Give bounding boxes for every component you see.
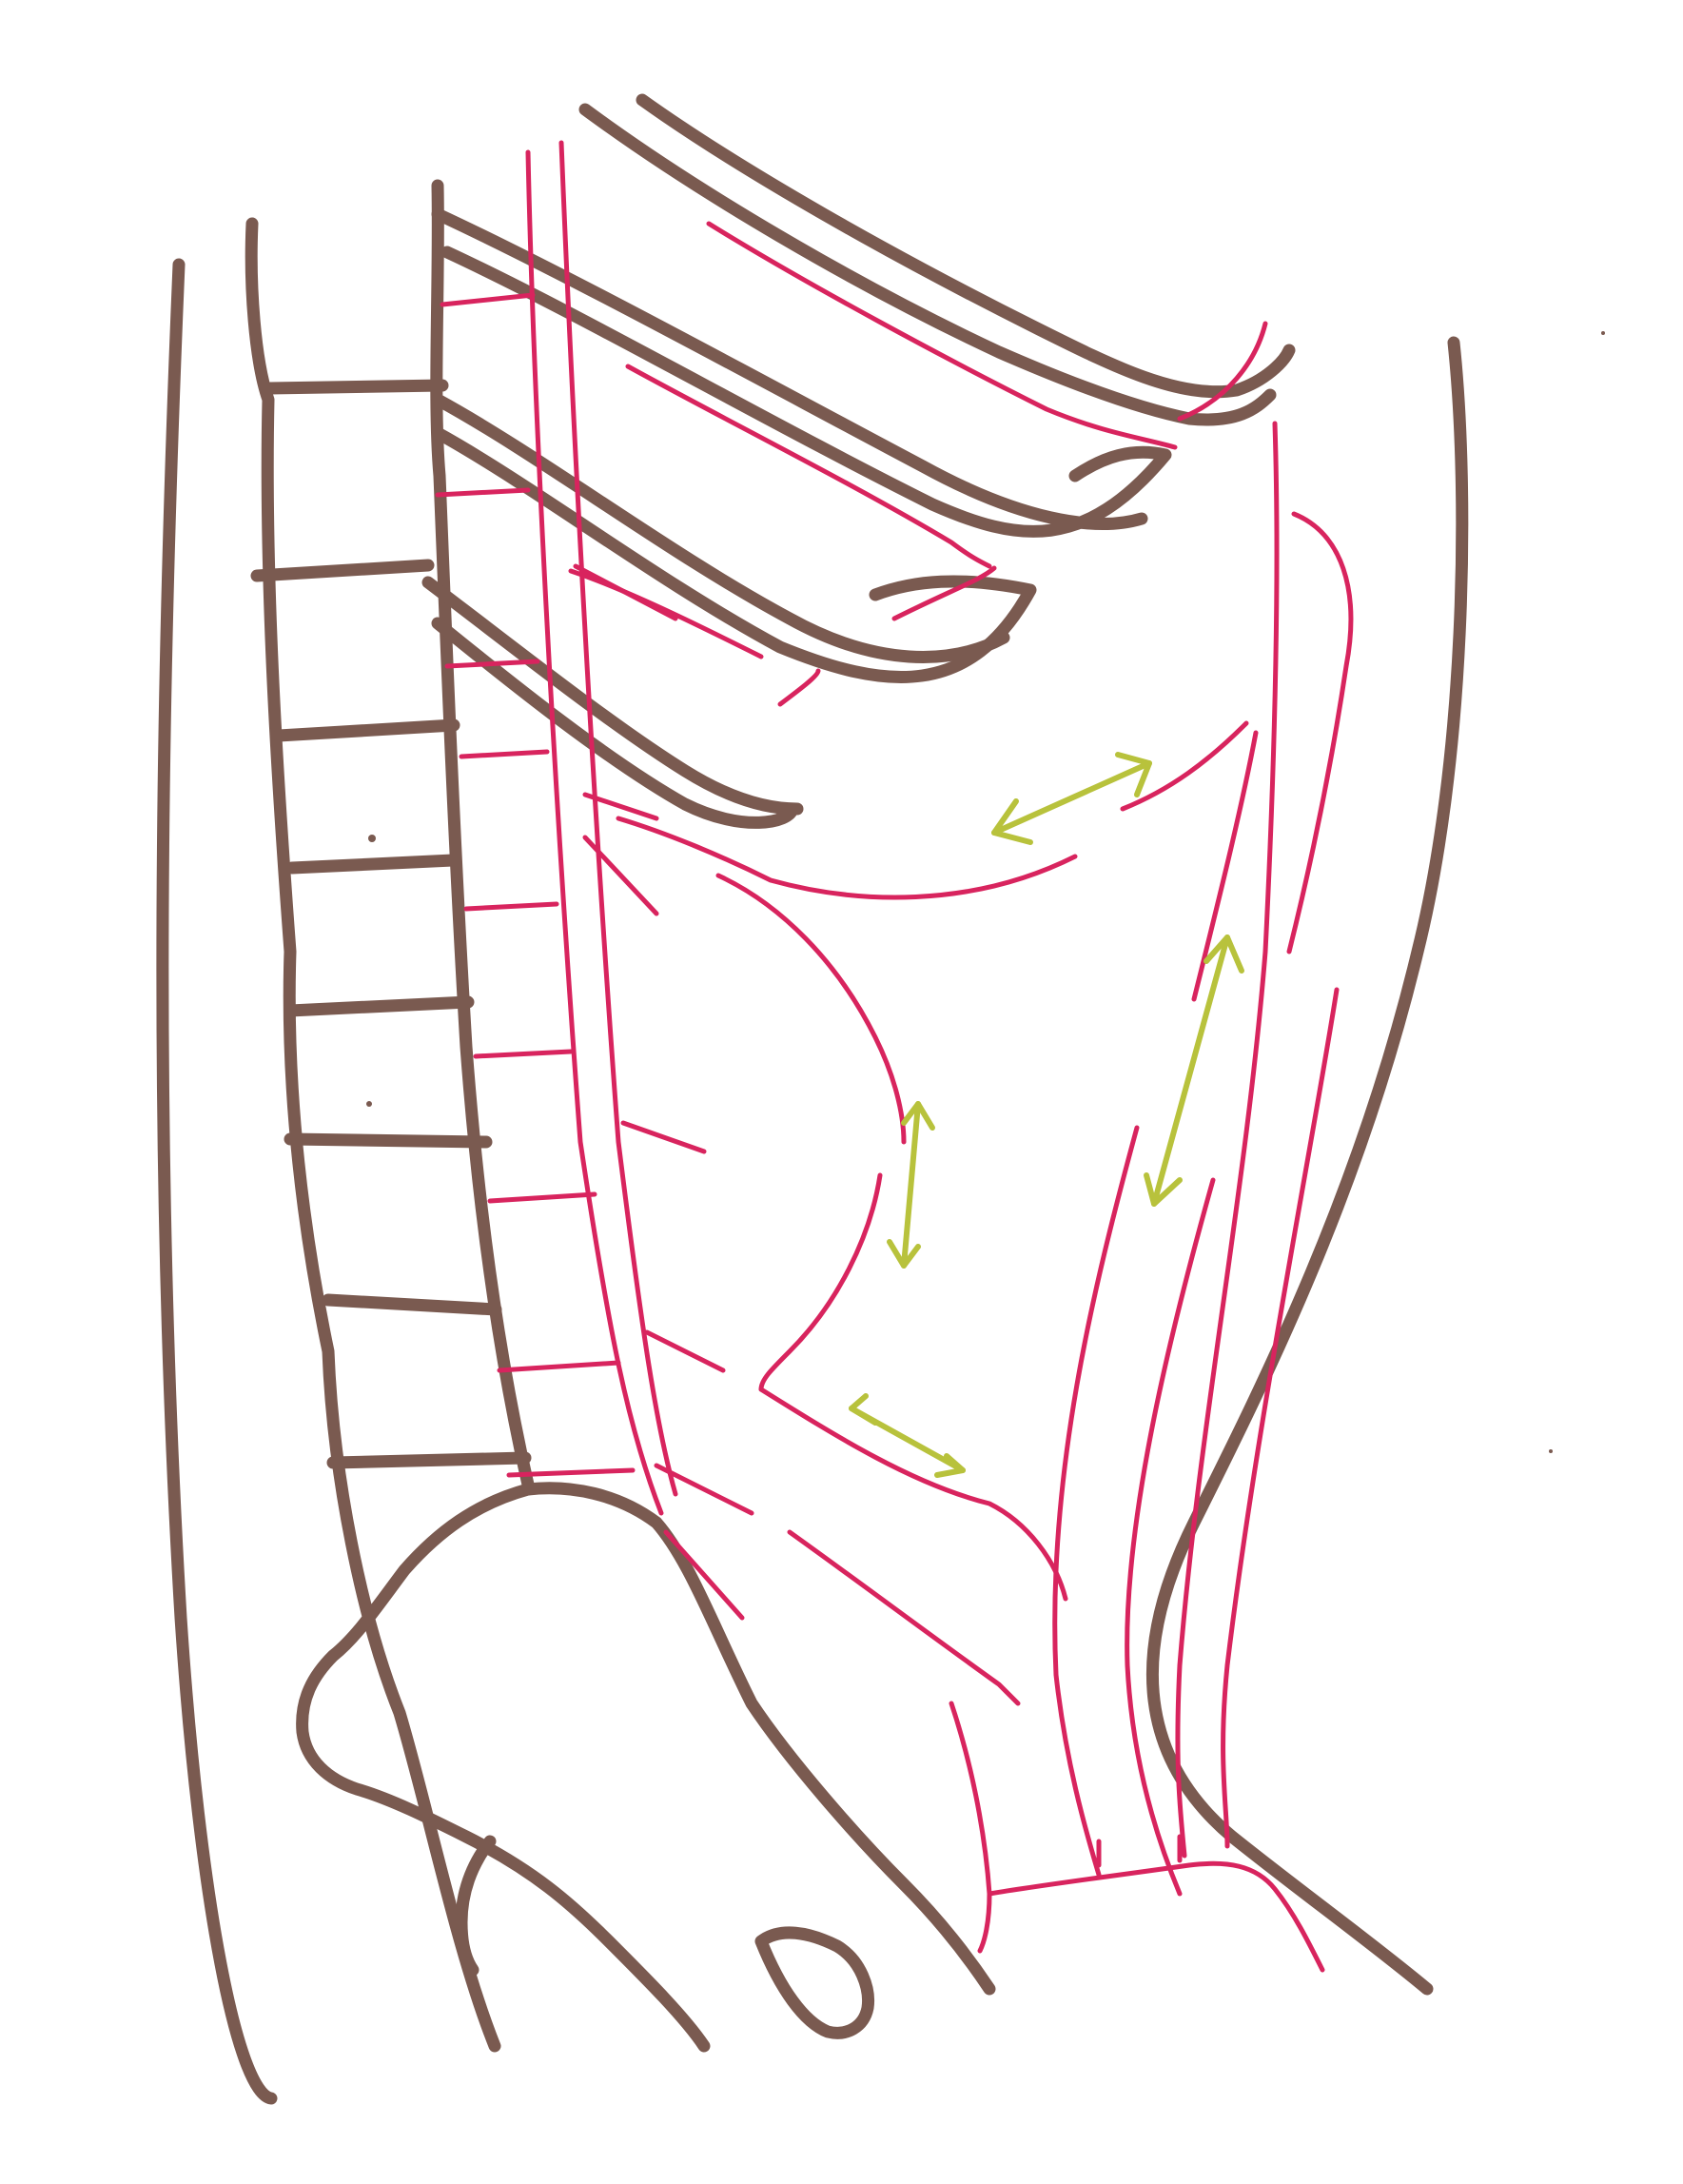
- arrow-head-left: [991, 798, 1033, 845]
- vertebra-endplate: [284, 1132, 493, 1149]
- arrow-head-bottom: [887, 1239, 921, 1269]
- ink-specks: [366, 331, 1605, 1453]
- vertebra-endplate: [263, 379, 449, 395]
- anterior-abdominal-wall-mid: [1286, 511, 1354, 954]
- rib-1-outer: [578, 103, 1277, 426]
- crus-fiber: [582, 835, 659, 916]
- ink-speck: [366, 1101, 372, 1107]
- rib-3-inner-tissue: [568, 568, 764, 659]
- oblique-line: [758, 1387, 1068, 1602]
- vertebra-endplate: [285, 854, 460, 875]
- crus-fiber: [582, 792, 659, 821]
- arrow-head-left: [849, 1393, 878, 1426]
- crus-fiber: [644, 1329, 726, 1373]
- arrow-head-top: [901, 1101, 935, 1131]
- anterior-wall-motion-arrow: [1144, 935, 1244, 1207]
- diaphragm-motion-arrow: [991, 752, 1152, 845]
- transversus-line: [1221, 987, 1340, 1849]
- ligament-hash: [506, 1467, 636, 1478]
- anterior-abdominal-wall-outer: [1175, 421, 1280, 1859]
- rectus-line-1: [1052, 1125, 1140, 1878]
- back-skin-outline: [156, 258, 278, 2105]
- pubic-symphysis-loop: [754, 1926, 875, 2039]
- intervertebral-ligaments: [435, 292, 636, 1478]
- rib-3-intercostal: [777, 668, 821, 707]
- pelvic-floor-line: [987, 1860, 1325, 1973]
- crus-fiber: [663, 1529, 745, 1621]
- ligament-hash: [435, 487, 531, 498]
- vertebral-column-posterior-line: [245, 217, 501, 2053]
- psoas-inner-line: [558, 140, 678, 1497]
- arrow-shaft: [991, 760, 1152, 836]
- crus-fiber: [654, 1463, 754, 1516]
- ink-speck: [368, 835, 376, 842]
- arrow-head-right: [934, 1453, 966, 1478]
- ligament-hash: [487, 1191, 597, 1204]
- ligament-hash: [440, 292, 536, 307]
- rectus-line-2: [1125, 1177, 1216, 1897]
- arrow-head-bottom: [1144, 1172, 1183, 1207]
- rib-2-inner-tissue: [625, 364, 992, 569]
- rib-4-outer: [421, 576, 804, 816]
- front-skin-outline: [1145, 336, 1469, 1996]
- coccyx-curve: [455, 1835, 497, 1977]
- motion-arrows: [849, 752, 1244, 1478]
- diaphragm-dome: [616, 816, 1078, 900]
- rib-4-inner: [431, 617, 799, 829]
- rib-1-inner-tissue: [706, 221, 1178, 450]
- psoas-outer-line: [525, 149, 664, 1516]
- sacrum-pelvis-outline: [296, 1483, 711, 2053]
- bone-layer: [156, 93, 1469, 2105]
- pelvic-motion-arrow: [849, 1393, 966, 1478]
- tissue-layer: [435, 140, 1354, 1973]
- ligament-hash: [463, 901, 559, 912]
- ink-speck: [1549, 1449, 1553, 1453]
- posterior-wall-motion-arrow: [887, 1101, 935, 1269]
- ink-speck: [1601, 331, 1605, 335]
- ligament-hash: [473, 1049, 574, 1059]
- vertebral-column-anterior-line: [430, 179, 535, 1491]
- rib-3-outer: [431, 393, 1010, 663]
- ligament-hash: [459, 749, 550, 759]
- rib-2-inner: [440, 246, 1172, 538]
- crus-fiber: [620, 1120, 707, 1154]
- arrow-shaft: [1151, 935, 1230, 1207]
- ligament-hash: [497, 1360, 621, 1373]
- vertebra-endplate: [272, 718, 460, 742]
- pelvis-floor-curve: [521, 1482, 996, 1996]
- rib-1-intercostal: [1177, 321, 1268, 422]
- vertebra-endplate: [284, 995, 475, 1017]
- anterior-abdominal-wall-inner: [1191, 730, 1259, 1002]
- vertebra-endplate: [326, 1451, 532, 1469]
- lower-abdominal-line: [787, 1529, 1021, 1706]
- vertebra-endplate: [250, 559, 435, 582]
- ligament-hash: [444, 659, 540, 669]
- abdominal-muscle-curve-upper: [715, 873, 907, 1145]
- vertebral-bodies: [250, 379, 532, 1469]
- bladder-wall: [949, 1701, 992, 1954]
- arrow-head-right: [1115, 752, 1152, 797]
- rib-2-intercostal: [891, 565, 997, 621]
- rib-1-inner: [636, 93, 1296, 399]
- abdominal-muscle-curve-lower: [758, 1172, 883, 1392]
- vertebra-endplate: [322, 1293, 502, 1316]
- arrow-shaft: [901, 1101, 921, 1269]
- arrow-head-top: [1204, 935, 1244, 974]
- crus-fibers: [573, 563, 754, 1621]
- diaphragm-anterior: [1120, 720, 1249, 812]
